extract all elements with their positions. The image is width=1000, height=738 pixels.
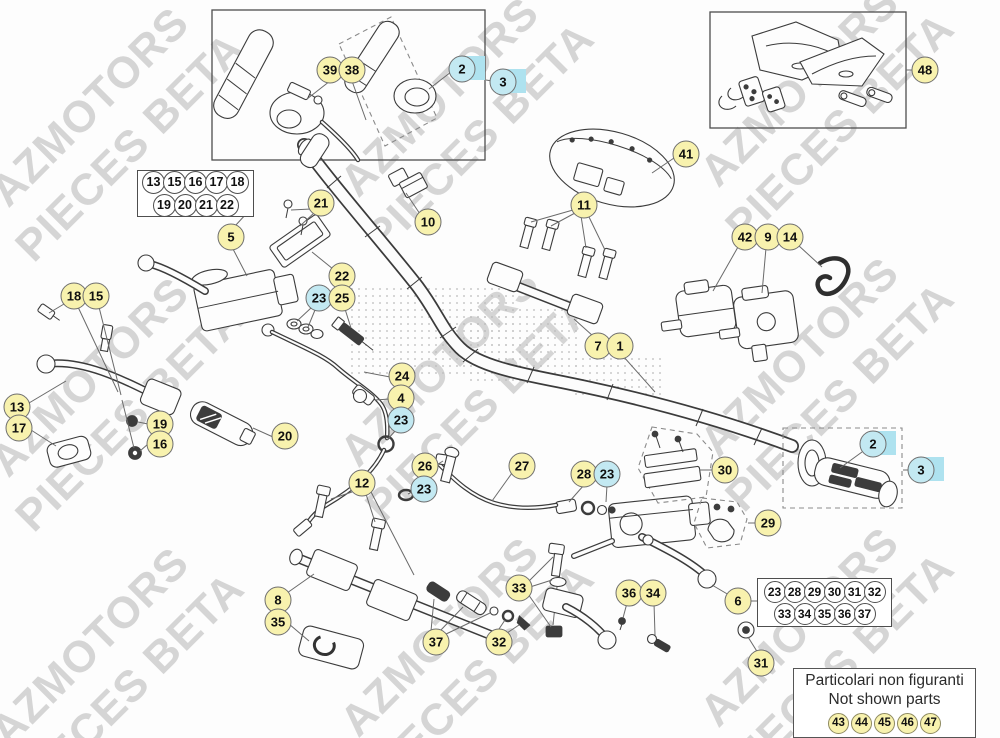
spare-grip-drawing — [189, 401, 256, 447]
brake-master-cylinder-drawing — [571, 495, 717, 589]
callout-10: 10 — [414, 208, 442, 236]
legend-part-18: 18 — [226, 170, 249, 194]
not-shown-title-it: Particolari non figuranti — [805, 672, 964, 690]
bracket-plate-drawing — [269, 199, 331, 268]
callout-42: 42 — [731, 223, 759, 251]
legend-part-32: 32 — [863, 580, 886, 603]
dashboard-drawing — [549, 128, 675, 208]
switch-left-drawing — [660, 279, 737, 338]
callout-34: 34 — [639, 579, 667, 607]
not-shown-parts-box: Particolari non figuranti Not shown part… — [793, 668, 976, 738]
callout-32: 32 — [485, 628, 513, 656]
throttle-detail-drawing — [211, 9, 486, 169]
legend-part-13: 13 — [142, 170, 165, 194]
legend-part-16: 16 — [184, 170, 207, 194]
callout-48: 48 — [911, 56, 939, 84]
switch-right-drawing — [718, 285, 799, 363]
callout-3: 3 — [907, 456, 935, 484]
callout-23: 23 — [305, 284, 333, 312]
legend-part-21: 21 — [194, 193, 218, 217]
callout-12: 12 — [348, 469, 376, 497]
callout-5: 5 — [217, 223, 245, 251]
cable-adjuster-drawing — [555, 498, 616, 516]
spring-drawing — [815, 256, 851, 297]
throttle-grip-drawing — [782, 427, 903, 509]
legend-part-31: 31 — [843, 580, 866, 603]
callout-36: 36 — [615, 579, 643, 607]
callout-33: 33 — [505, 574, 533, 602]
callout-38: 38 — [338, 56, 366, 84]
clutch-master-cylinder-drawing — [137, 254, 299, 337]
callout-26: 26 — [411, 452, 439, 480]
callout-15: 15 — [82, 282, 110, 310]
legend-part-23: 23 — [763, 580, 786, 603]
callout-27: 27 — [508, 452, 536, 480]
callout-25: 25 — [328, 284, 356, 312]
not-shown-part-44: 44 — [851, 712, 872, 734]
clamp-group-drawing — [693, 497, 748, 549]
nut-31-drawing — [737, 621, 755, 639]
callout-30: 30 — [711, 456, 739, 484]
callout-37: 37 — [422, 628, 450, 656]
legend-part-36: 36 — [833, 602, 856, 625]
handlebar-brace-drawing — [486, 261, 604, 325]
not-shown-part-46: 46 — [897, 712, 918, 734]
not-shown-title-en: Not shown parts — [828, 691, 941, 708]
riser-mount-drawing — [289, 484, 504, 647]
switch-connector-drawing — [388, 167, 428, 199]
callout-6: 6 — [724, 587, 752, 615]
legend-part-34: 34 — [793, 602, 816, 625]
legend-part-29: 29 — [803, 580, 826, 603]
pad-group-drawing — [637, 426, 714, 504]
legend-part-22: 22 — [215, 193, 239, 217]
callout-23: 23 — [410, 475, 438, 503]
spare-lever-drawing — [542, 587, 671, 653]
callout-14: 14 — [776, 223, 804, 251]
legend-part-28: 28 — [783, 580, 806, 603]
callout-20: 20 — [271, 422, 299, 450]
callout-23: 23 — [593, 460, 621, 488]
handlebar-drawing — [297, 138, 799, 453]
callout-23: 23 — [387, 406, 415, 434]
legend-part-15: 15 — [163, 170, 186, 194]
small-parts-drawing — [426, 581, 531, 631]
clutch-hose-drawing — [269, 329, 395, 537]
legend-part-35: 35 — [813, 602, 836, 625]
washers-screw-drawing — [286, 316, 374, 351]
handguard-detail-drawing — [709, 11, 907, 129]
legend-part-19: 19 — [152, 193, 176, 217]
legend-part-20: 20 — [173, 193, 197, 217]
not-shown-part-47: 47 — [920, 712, 941, 734]
legend-part-33: 33 — [773, 602, 796, 625]
not-shown-part-43: 43 — [828, 712, 849, 734]
callout-29: 29 — [754, 509, 782, 537]
legend-part-37: 37 — [853, 602, 876, 625]
callout-16: 16 — [146, 430, 174, 458]
not-shown-part-45: 45 — [874, 712, 895, 734]
clutch-lever-drawing — [36, 303, 182, 468]
bar-clamp-drawing — [298, 625, 365, 670]
legend-part-30: 30 — [823, 580, 846, 603]
callout-28: 28 — [570, 460, 598, 488]
callout-11: 11 — [570, 191, 598, 219]
callout-21: 21 — [307, 189, 335, 217]
callout-35: 35 — [264, 608, 292, 636]
callout-31: 31 — [747, 649, 775, 677]
callout-2: 2 — [859, 430, 887, 458]
callout-2: 2 — [448, 55, 476, 83]
callout-41: 41 — [672, 140, 700, 168]
callout-8: 8 — [264, 586, 292, 614]
mount-bolts-drawing — [519, 216, 617, 281]
callout-17: 17 — [5, 414, 33, 442]
bolt-26-drawing — [440, 446, 460, 484]
leader-lines — [28, 69, 913, 654]
legend-part-17: 17 — [205, 170, 228, 194]
callout-3: 3 — [489, 68, 517, 96]
callout-1: 1 — [606, 332, 634, 360]
